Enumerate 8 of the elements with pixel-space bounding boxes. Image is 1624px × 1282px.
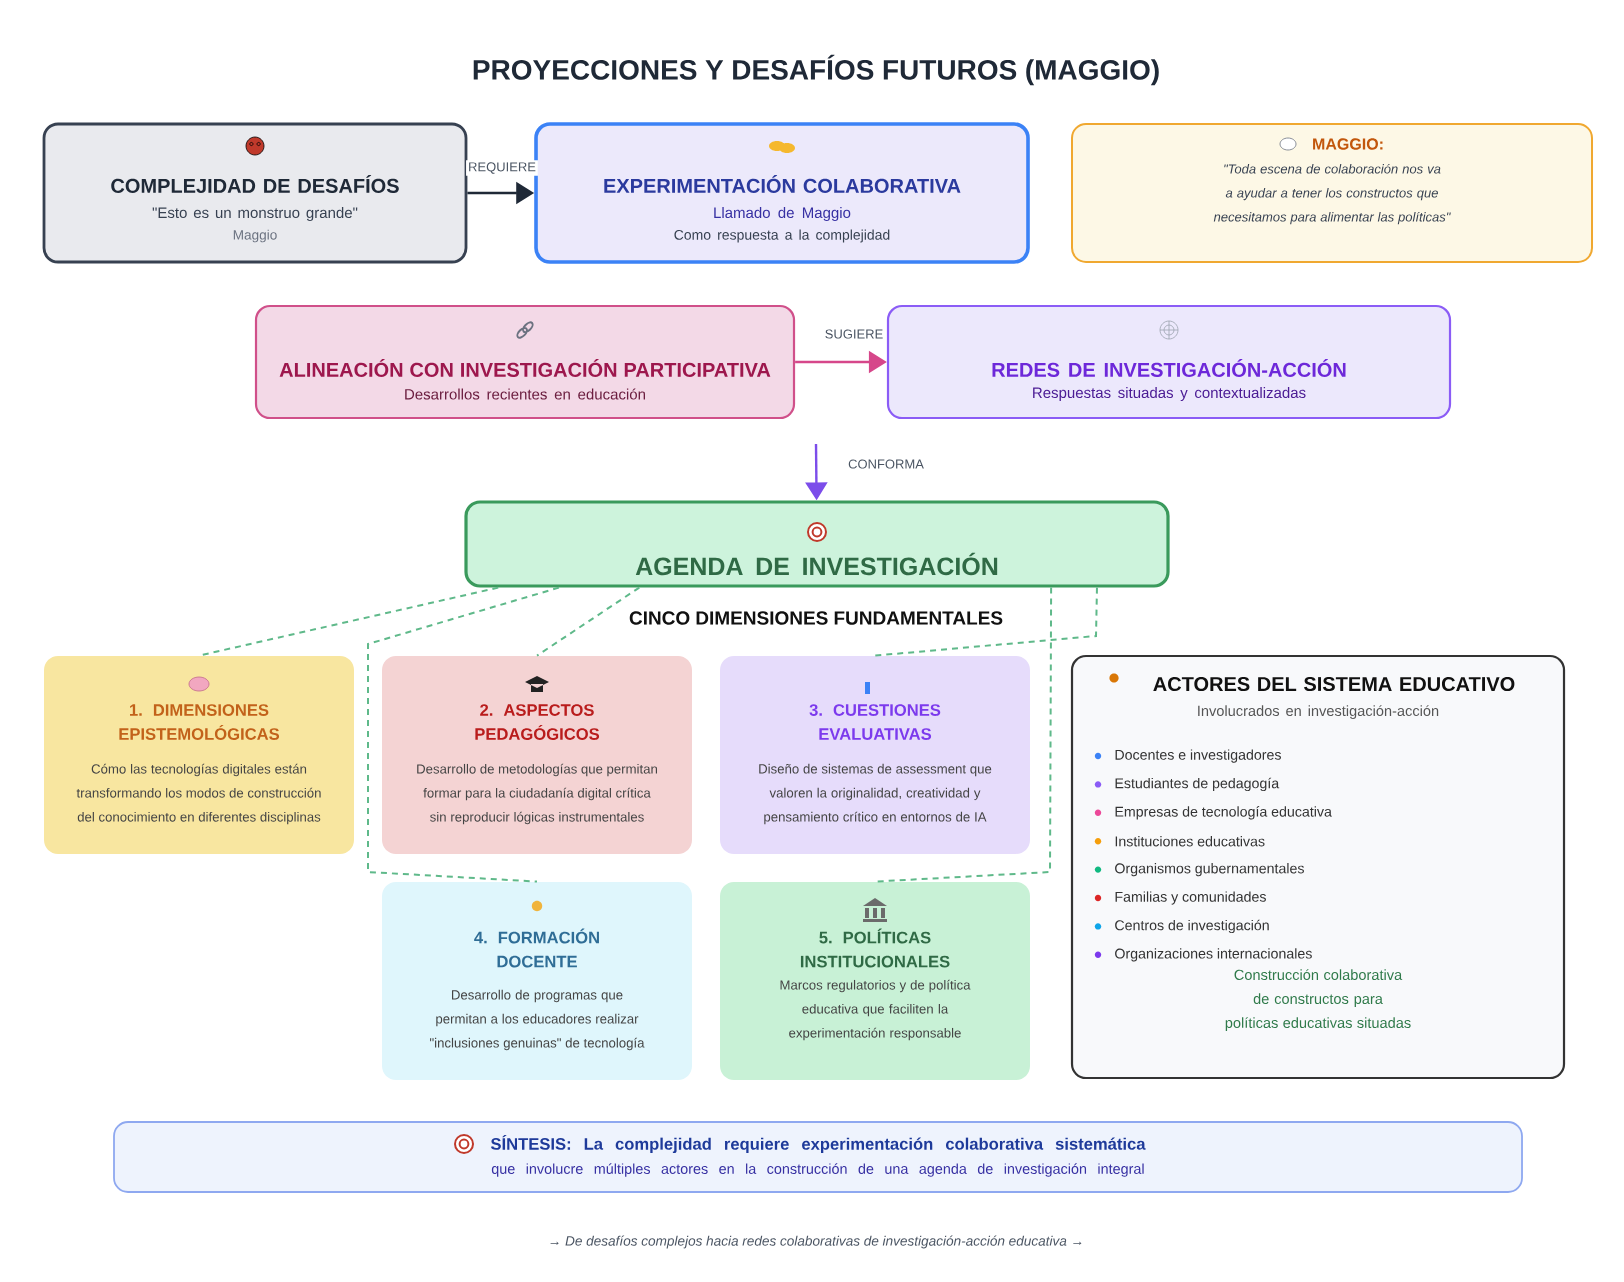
connector-line (536, 586, 641, 657)
section-heading: CINCO DIMENSIONES FUNDAMENTALES (629, 611, 1003, 625)
connector-line (198, 586, 500, 657)
agenda-box: AGENDA DE INVESTIGACIÓN (464, 500, 1170, 588)
title: PROYECCIONES Y DESAFÍOS FUTUROS (MAGGIO) (473, 54, 1159, 86)
connector-line (874, 586, 1053, 883)
connector-line (367, 586, 560, 883)
connector-line (874, 586, 1098, 657)
